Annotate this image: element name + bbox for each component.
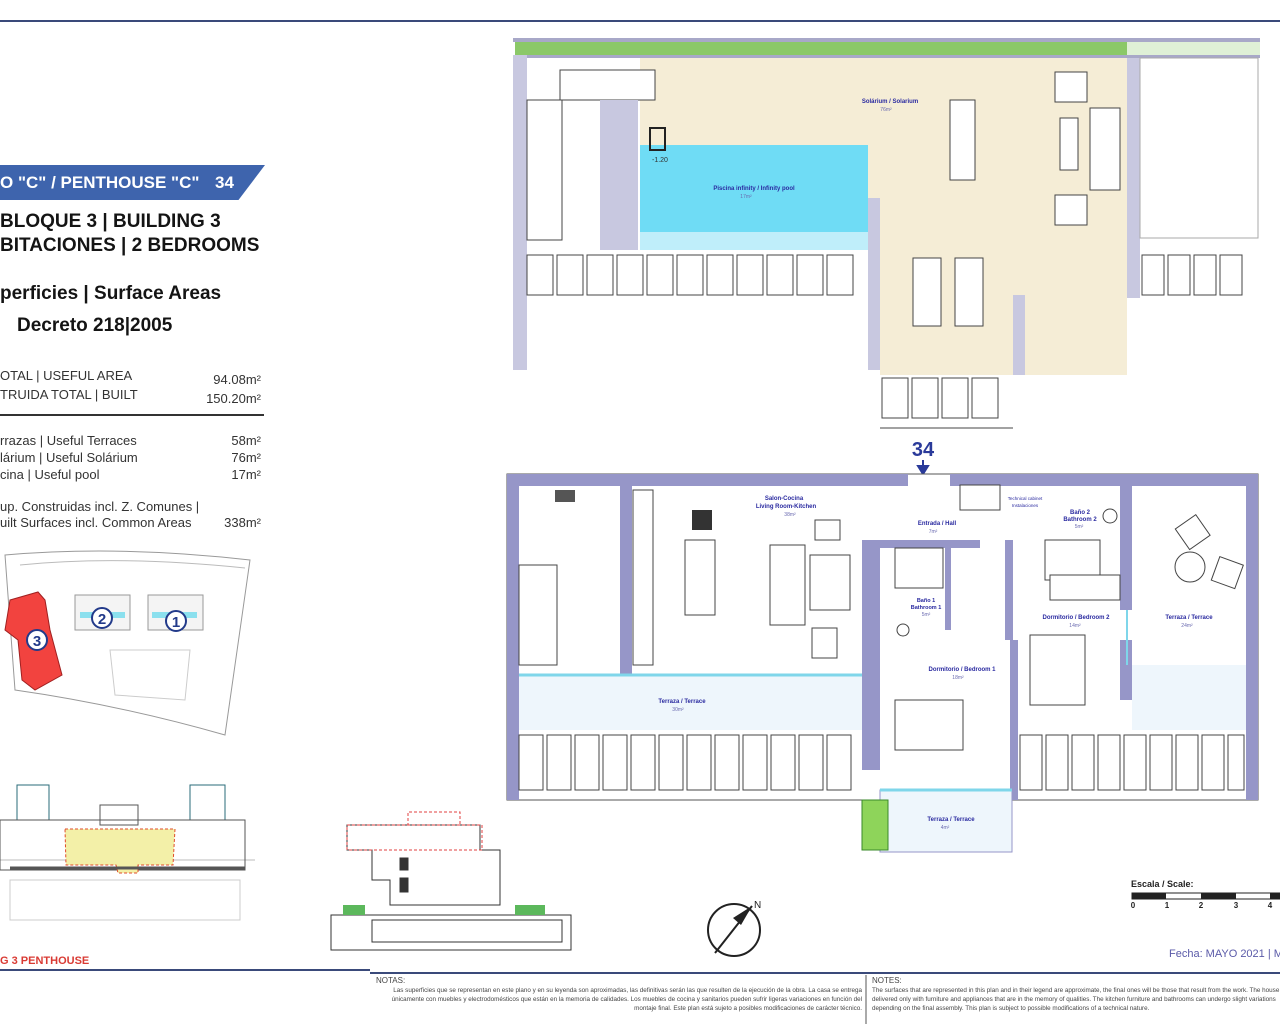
svg-text:Escala / Scale:: Escala / Scale:	[1131, 879, 1194, 889]
unit-number: 34	[215, 173, 234, 192]
built-area-label: TRUIDA TOTAL | BUILT	[0, 387, 138, 402]
svg-text:7m²: 7m²	[929, 529, 938, 535]
svg-text:Bathroom 2: Bathroom 2	[1063, 517, 1097, 523]
svg-text:N: N	[754, 900, 761, 911]
svg-text:Dormitorio / Bedroom 1: Dormitorio / Bedroom 1	[928, 667, 996, 673]
svg-text:0: 0	[1131, 901, 1136, 910]
floor-plan	[506, 473, 1259, 853]
solarium-label: lárium | Useful Solárium	[0, 450, 138, 465]
common-label-2: uilt Surfaces incl. Common Areas	[0, 515, 192, 530]
terraces-value: 58m²	[231, 433, 261, 448]
top-border	[0, 20, 1280, 22]
title-banner: O "C" / PENTHOUSE "C" 34	[0, 165, 265, 200]
pool-room-label: Piscina infinity / Infinity pool	[713, 186, 795, 192]
notes-en-text: The surfaces that are represented in thi…	[872, 987, 1280, 1012]
svg-text:Instalaciones: Instalaciones	[1012, 503, 1039, 508]
unit-marker: 34	[912, 439, 935, 461]
notes-es-title: NOTAS:	[376, 976, 406, 985]
svg-text:3: 3	[1234, 901, 1239, 910]
svg-text:1: 1	[172, 614, 180, 631]
pool-value: 17m²	[231, 467, 261, 482]
decree-heading: Decreto 218|2005	[17, 315, 173, 336]
svg-text:Salon-Cocina: Salon-Cocina	[765, 496, 804, 502]
pool-room-area: 17m²	[740, 194, 752, 200]
svg-text:2: 2	[98, 611, 106, 628]
banner-title: O "C" / PENTHOUSE "C"	[0, 173, 200, 192]
notes-es-text: Las superficies que se representan en es…	[391, 987, 862, 1012]
elevation-sketch	[330, 811, 572, 951]
svg-text:Baño 1: Baño 1	[917, 598, 935, 604]
svg-text:Living Room-Kitchen: Living Room-Kitchen	[756, 504, 817, 510]
svg-text:14m²: 14m²	[1069, 623, 1081, 629]
svg-text:4: 4	[1268, 901, 1273, 910]
svg-text:5m²: 5m²	[922, 612, 931, 618]
svg-text:2: 2	[1199, 901, 1204, 910]
svg-text:Terraza / Terrace: Terraza / Terrace	[658, 699, 706, 705]
svg-text:3: 3	[33, 633, 41, 650]
pool-label: cina | Useful pool	[0, 467, 100, 482]
notes-en-title: NOTES:	[872, 976, 902, 985]
common-value: 338m²	[224, 515, 261, 530]
solarium-value: 76m²	[231, 450, 261, 465]
solarium-room-area: 76m²	[880, 107, 892, 113]
svg-text:Terraza / Terrace: Terraza / Terrace	[1165, 615, 1213, 621]
room-labels: Salon-Cocina Living Room-Kitchen 38m² En…	[658, 496, 1213, 831]
svg-text:1: 1	[1165, 901, 1170, 910]
svg-text:Baño 2: Baño 2	[1070, 510, 1091, 516]
solarium-room-label: Solárium / Solarium	[862, 99, 918, 105]
svg-text:Bathroom 1: Bathroom 1	[911, 605, 942, 611]
svg-text:Entrada / Hall: Entrada / Hall	[918, 521, 957, 527]
useful-area-value: 94.08m²	[213, 372, 261, 387]
site-building-2: 2	[91, 607, 113, 629]
building-key-plan	[0, 784, 255, 921]
site-building-1: 1	[165, 610, 187, 632]
surface-heading: perficies | Surface Areas	[0, 283, 222, 304]
site-building-3: 3	[26, 629, 48, 651]
svg-text:Dormitorio / Bedroom 2: Dormitorio / Bedroom 2	[1042, 615, 1110, 621]
pool-depth: -1.20	[652, 157, 668, 164]
svg-text:38m²: 38m²	[784, 512, 796, 518]
scale-bar: Escala / Scale: 0 1 2 3 4	[1131, 879, 1280, 910]
svg-text:5m²: 5m²	[1075, 524, 1084, 530]
rooftop-plan	[513, 38, 1260, 429]
penthouse-caption: G 3 PENTHOUSE	[0, 955, 89, 967]
common-label-1: up. Construidas incl. Z. Comunes |	[0, 499, 200, 514]
divider	[0, 414, 264, 416]
useful-area-label: OTAL | USEFUL AREA	[0, 368, 133, 383]
entrance-arrow-icon	[916, 460, 930, 476]
terraces-label: rrazas | Useful Terraces	[0, 433, 137, 448]
built-area-value: 150.20m²	[206, 391, 261, 406]
north-arrow-icon: N	[707, 900, 761, 957]
building-heading: BLOQUE 3 | BUILDING 3	[0, 211, 221, 232]
bedrooms-heading: BITACIONES | 2 BEDROOMS	[0, 235, 260, 256]
svg-text:30m²: 30m²	[672, 707, 684, 713]
svg-text:4m²: 4m²	[941, 825, 950, 831]
svg-text:Terraza / Terrace: Terraza / Terrace	[927, 817, 975, 823]
plan-date: Fecha: MAYO 2021 | M	[1169, 948, 1280, 960]
svg-text:24m²: 24m²	[1181, 623, 1193, 629]
svg-text:Technical cabinet: Technical cabinet	[1008, 496, 1043, 501]
svg-text:18m²: 18m²	[952, 675, 964, 681]
